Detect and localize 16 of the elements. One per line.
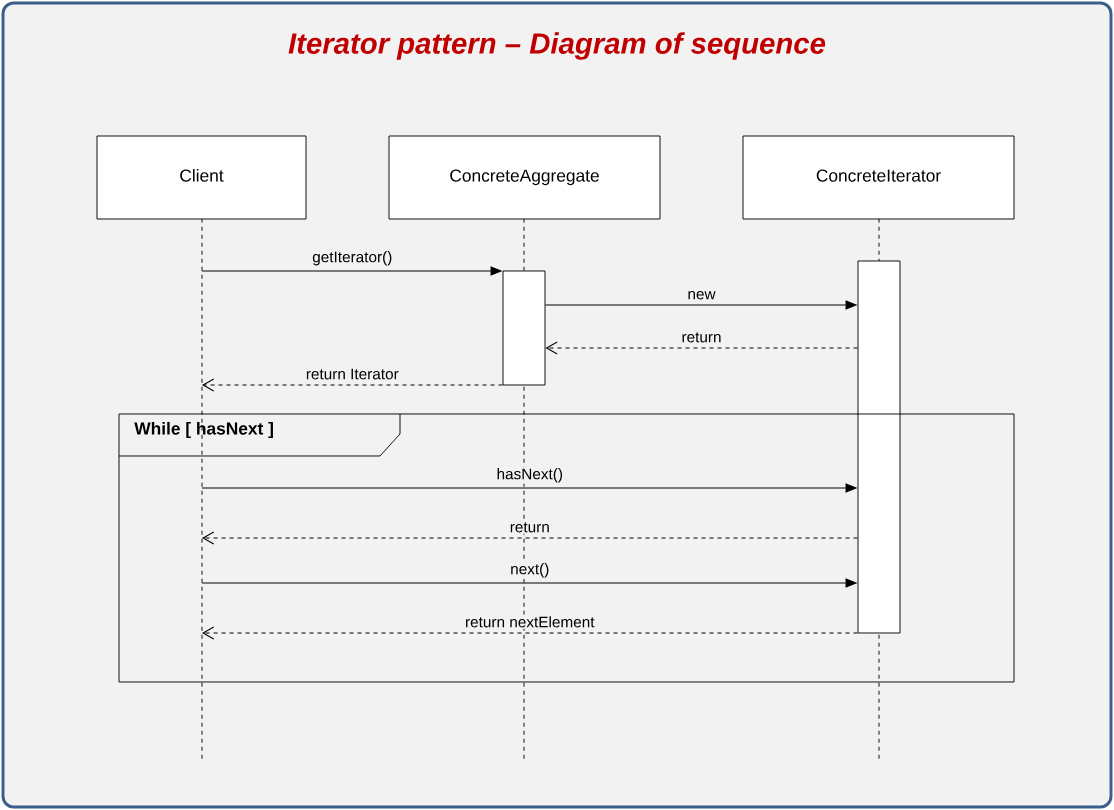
lifeline-box: Client: [96, 135, 307, 220]
message-label: return: [508, 521, 552, 534]
title: Iterator pattern – Diagram of sequence: [288, 32, 826, 60]
return-arrow: [202, 626, 859, 640]
message-label: new: [686, 289, 717, 301]
return-arrow: [202, 531, 859, 545]
return-arrow: [545, 341, 859, 355]
lifeline: [201, 218, 203, 761]
loop-tab: While [ hasNext ]: [118, 413, 401, 457]
lifeline-box: ConcreteAggregate: [388, 135, 661, 220]
lifeline-box: ConcreteIterator: [742, 135, 1015, 220]
message-label: return: [680, 331, 723, 344]
message-label: return Iterator: [304, 367, 401, 381]
activation-bar: [502, 270, 546, 386]
return-arrow: [202, 378, 504, 392]
activation-bar: [857, 260, 901, 634]
